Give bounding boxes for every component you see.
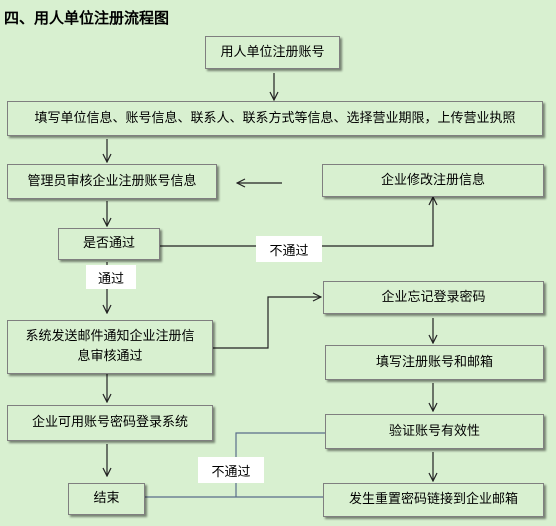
node-verify-account: 验证账号有效性 xyxy=(325,414,544,449)
node-admin-review-label: 管理员审核企业注册账号信息 xyxy=(27,173,197,189)
node-admin-review: 管理员审核企业注册账号信息 xyxy=(7,164,217,199)
node-modify-info-label: 企业修改注册信息 xyxy=(380,172,485,188)
node-end-label: 结束 xyxy=(93,491,120,506)
node-register-account: 用人单位注册账号 xyxy=(205,36,340,69)
edge-label-not-passed-top: 不通过 xyxy=(256,236,322,262)
arrow-send-to-forgot xyxy=(213,297,321,349)
node-send-email-label-line1: 系统发送邮件通知企业注册信 xyxy=(25,329,195,344)
node-is-passed-label: 是否通过 xyxy=(82,236,135,251)
node-modify-info: 企业修改注册信息 xyxy=(322,164,544,197)
node-login-label: 企业可用账号密码登录系统 xyxy=(31,415,188,430)
node-register-account-label: 用人单位注册账号 xyxy=(220,44,325,60)
node-send-reset-link: 发生重置密码链接到企业邮箱 xyxy=(323,483,544,517)
node-send-email: 系统发送邮件通知企业注册信 息审核通过 xyxy=(7,320,213,374)
node-fill-account-email-label: 填写注册账号和邮箱 xyxy=(375,354,493,370)
arrow-decision-to-modify xyxy=(160,197,433,247)
page-title: 四、用人单位注册流程图 xyxy=(4,9,170,27)
edge-label-passed: 通过 xyxy=(86,265,136,289)
node-fill-info: 填写单位信息、账号信息、联系人、联系方式等信息、选择营业期限，上传营业执照 xyxy=(7,101,543,136)
node-send-reset-link-label: 发生重置密码链接到企业邮箱 xyxy=(348,492,518,507)
node-is-passed: 是否通过 xyxy=(58,228,160,260)
node-send-email-label-line2: 息审核通过 xyxy=(77,349,143,364)
node-forgot-password-label: 企业忘记登录密码 xyxy=(381,289,486,305)
node-fill-info-label: 填写单位信息、账号信息、联系人、联系方式等信息、选择营业期限，上传营业执照 xyxy=(34,110,516,126)
node-verify-account-label: 验证账号有效性 xyxy=(388,423,480,439)
node-end: 结束 xyxy=(68,483,145,515)
node-login: 企业可用账号密码登录系统 xyxy=(7,405,213,441)
node-fill-account-email: 填写注册账号和邮箱 xyxy=(325,345,544,380)
node-forgot-password: 企业忘记登录密码 xyxy=(323,281,544,314)
edge-label-not-passed-bottom: 不通过 xyxy=(198,457,264,483)
